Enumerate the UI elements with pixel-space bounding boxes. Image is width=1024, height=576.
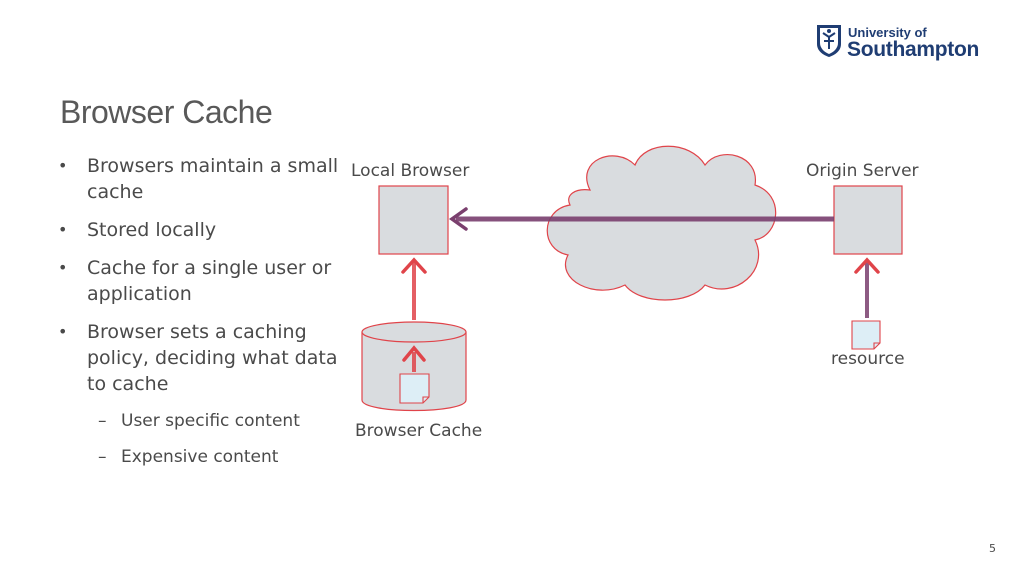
page-number: 5: [989, 542, 996, 555]
origin-server-box: [833, 185, 903, 255]
local-browser-label: Local Browser: [351, 161, 470, 181]
resource-to-server-arrowhead-icon: [854, 257, 880, 274]
logo-text-southampton: Southampton: [847, 38, 980, 61]
bullet-item: Browsers maintain a small cache: [58, 153, 348, 205]
cached-document-icon: [399, 373, 430, 404]
cache-to-browser-arrowhead-icon: [401, 257, 427, 274]
university-crest-icon: [817, 25, 841, 57]
browser-cache-label: Browser Cache: [355, 421, 483, 441]
origin-server-label: Origin Server: [806, 161, 919, 181]
logo-text-university-of: University of: [848, 25, 927, 40]
sub-bullet-item: Expensive content: [58, 445, 348, 469]
internet-cloud-icon: [546, 145, 777, 301]
university-logo: University of Southampton: [816, 24, 996, 68]
resource-document-icon: [851, 320, 881, 350]
response-arrowhead-icon: [448, 207, 468, 231]
document-to-cache-arrowhead-icon: [402, 345, 426, 362]
slide-title: Browser Cache: [60, 94, 273, 130]
bullet-item: Stored locally: [58, 217, 348, 243]
local-browser-box: [378, 185, 449, 255]
bullet-item: Browser sets a caching policy, deciding …: [58, 319, 348, 397]
bullet-item: Cache for a single user or application: [58, 255, 348, 307]
bullet-list: Browsers maintain a small cache Stored l…: [58, 153, 348, 481]
sub-bullet-item: User specific content: [58, 409, 348, 433]
resource-label: resource: [831, 349, 905, 369]
